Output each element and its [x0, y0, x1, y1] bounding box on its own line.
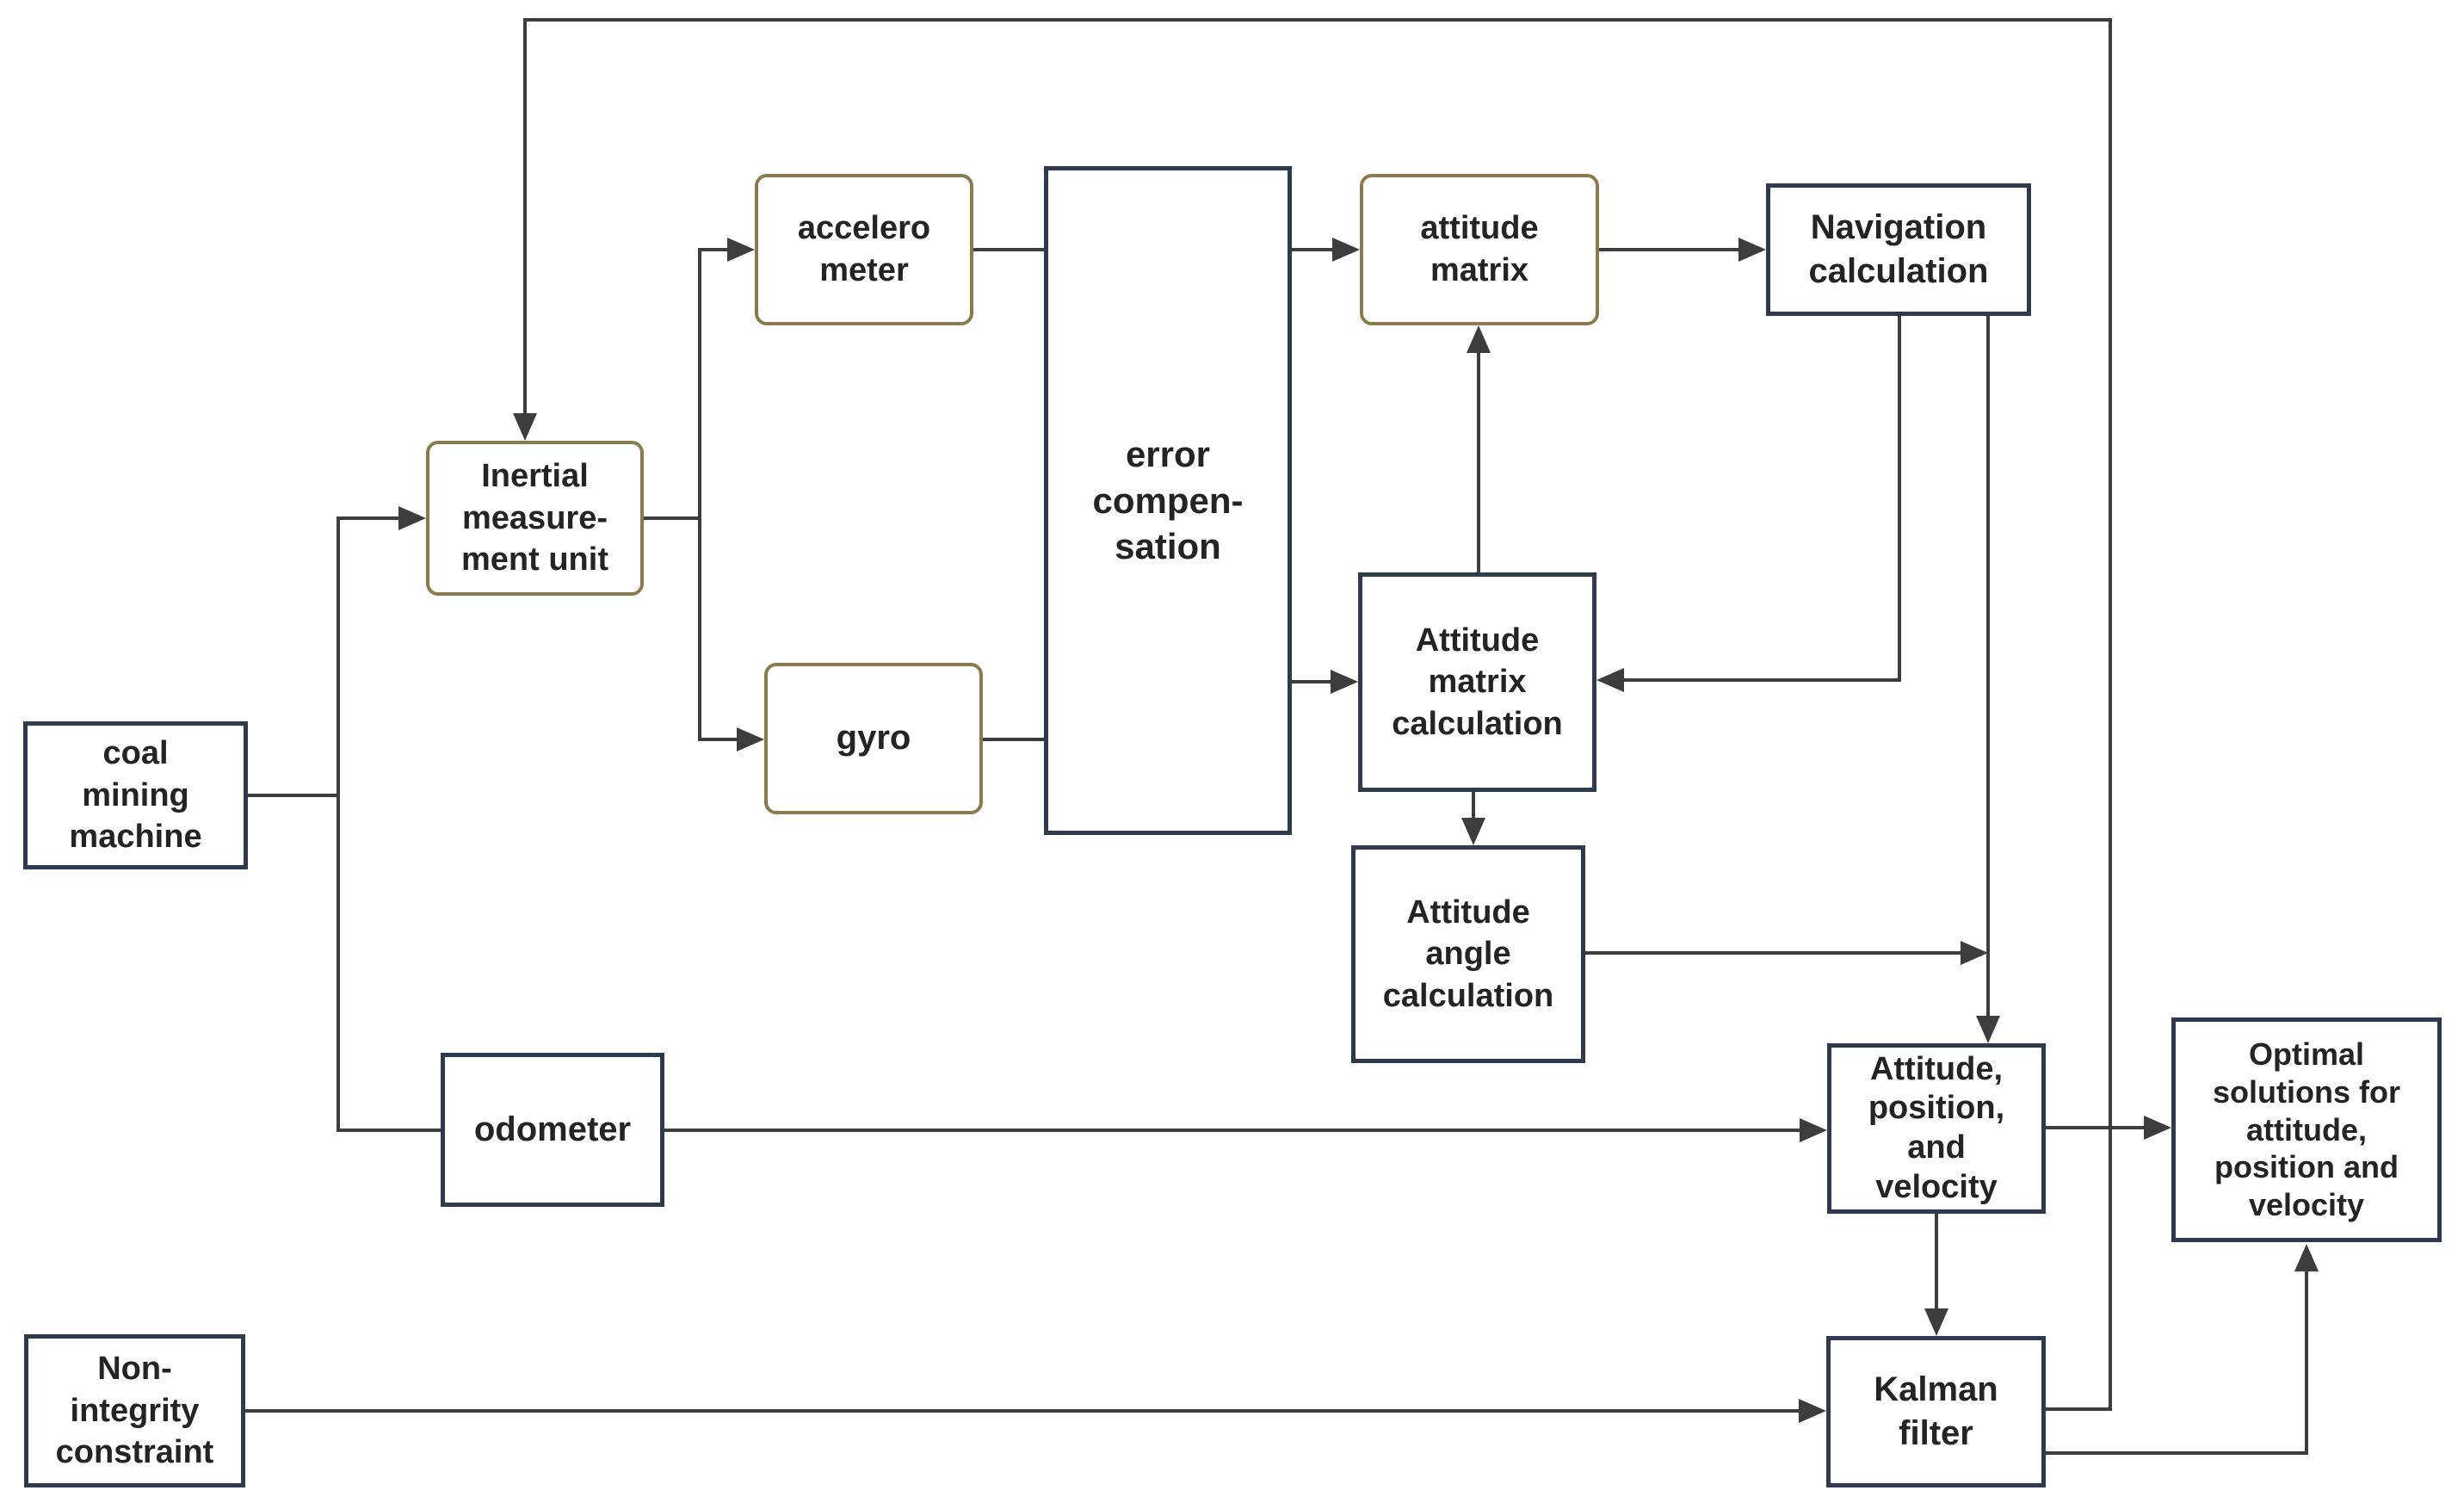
edge-errorcomp-to-attitude-matrix: [1292, 248, 1334, 251]
edge-navigation-to-attmatrixcalc: [1622, 678, 1901, 682]
edge-nonintegrity-to-kalman: [245, 1409, 1800, 1413]
node-label: odometer: [473, 1110, 632, 1148]
node-label: error compen- sation: [1092, 433, 1244, 567]
edge-junction-to-imu: [337, 516, 400, 520]
arrowhead-into-imu-top: [513, 413, 537, 441]
arrowhead-into-optimal-left: [2144, 1116, 2171, 1140]
edge-attanglecalc-out: [1585, 951, 1962, 955]
node-label: accelero meter: [797, 210, 931, 288]
arrowhead-into-kalman-top: [1924, 1308, 1948, 1336]
edge-apv-to-optimal: [2046, 1126, 2146, 1129]
edge-feedback-right-vertical: [2109, 18, 2112, 1411]
edge-feedback-top: [523, 18, 2112, 22]
node-label: Navigation calculation: [1808, 207, 1989, 290]
node-label: Optimal solutions for attitude, position…: [2213, 1036, 2400, 1223]
arrowhead-into-gyro: [737, 727, 764, 751]
node-label: Attitude, position, and velocity: [1868, 1050, 2005, 1205]
node-attitude-matrix-calculation: Attitude matrix calculation: [1358, 572, 1596, 792]
arrowhead-into-kalman-left: [1799, 1399, 1826, 1423]
arrowhead-into-imu-left: [398, 506, 426, 530]
edge-kalman-to-feedback: [2046, 1407, 2112, 1411]
edge-imu-out: [644, 516, 701, 520]
edge-odometer-to-apv: [664, 1129, 1801, 1132]
edge-attmatrix-to-navigation: [1599, 248, 1740, 251]
edge-kalman-to-optimal-h: [2046, 1451, 2307, 1455]
arrowhead-into-apv-left: [1800, 1118, 1827, 1142]
node-odometer: odometer: [441, 1053, 664, 1207]
edge-kalman-to-optimal-v: [2305, 1270, 2308, 1455]
node-coal-mining-machine: coal mining machine: [23, 721, 248, 869]
edge-branch-to-gyro: [698, 738, 738, 741]
arrowhead-into-accelerometer: [727, 238, 755, 262]
edge-errorcomp-to-attmatrix-calc: [1292, 680, 1332, 683]
edge-navigation-to-apv: [1986, 316, 1990, 1017]
arrowhead-into-attitude-matrix: [1332, 238, 1360, 262]
edge-branch-to-accelerometer: [698, 248, 731, 251]
node-attitude-position-velocity: Attitude, position, and velocity: [1827, 1043, 2046, 1214]
node-label: gyro: [836, 719, 911, 758]
node-gyro: gyro: [764, 663, 983, 814]
edge-apv-to-kalman: [1935, 1214, 1938, 1310]
edge-navigation-down-left: [1898, 316, 1901, 682]
node-label: attitude matrix: [1420, 210, 1539, 288]
edge-attmatrixcalc-to-attanglecalc: [1472, 792, 1475, 819]
node-label: Kalman filter: [1874, 1370, 1998, 1452]
node-inertial-measurement-unit: Inertial measure- ment unit: [426, 441, 644, 596]
node-non-integrity-constraint: Non- integrity constraint: [24, 1334, 245, 1487]
edge-attmatrixcalc-to-attmatrix: [1477, 349, 1480, 572]
arrowhead-into-attmatrixcalc-left: [1331, 670, 1358, 694]
node-navigation-calculation: Navigation calculation: [1766, 183, 2031, 316]
arrowhead-into-attmatrixcalc-right: [1596, 668, 1624, 692]
arrowhead-into-attanglecalc: [1461, 818, 1485, 845]
node-label: Non- integrity constraint: [55, 1351, 214, 1471]
node-accelerometer: accelero meter: [755, 174, 973, 325]
edge-accelerometer-to-errorcomp: [973, 248, 1044, 251]
edge-feedback-left-vertical: [523, 18, 527, 417]
edge-coal-out: [248, 794, 340, 797]
node-optimal-solutions: Optimal solutions for attitude, position…: [2171, 1017, 2442, 1242]
node-label: Attitude angle calculation: [1382, 894, 1554, 1014]
arrowhead-into-optimal-bottom: [2294, 1244, 2319, 1271]
node-label: coal mining machine: [69, 735, 202, 856]
arrowhead-into-attmatrix-bottom: [1467, 325, 1491, 353]
edge-junction-to-odometer: [337, 1129, 441, 1132]
node-kalman-filter: Kalman filter: [1826, 1336, 2046, 1487]
edge-junction-vertical: [337, 516, 340, 1132]
node-attitude-matrix: attitude matrix: [1360, 174, 1599, 325]
node-error-compensation: error compen- sation: [1044, 166, 1292, 835]
node-label: Inertial measure- ment unit: [461, 458, 608, 578]
arrowhead-attangle-merge: [1961, 941, 1988, 965]
arrowhead-into-navigation: [1738, 238, 1766, 262]
arrowhead-into-apv-top: [1976, 1016, 2000, 1043]
edge-gyro-to-errorcomp: [983, 738, 1044, 741]
edge-imu-branch-vertical: [698, 248, 701, 741]
node-attitude-angle-calculation: Attitude angle calculation: [1351, 845, 1585, 1063]
node-label: Attitude matrix calculation: [1392, 622, 1563, 742]
